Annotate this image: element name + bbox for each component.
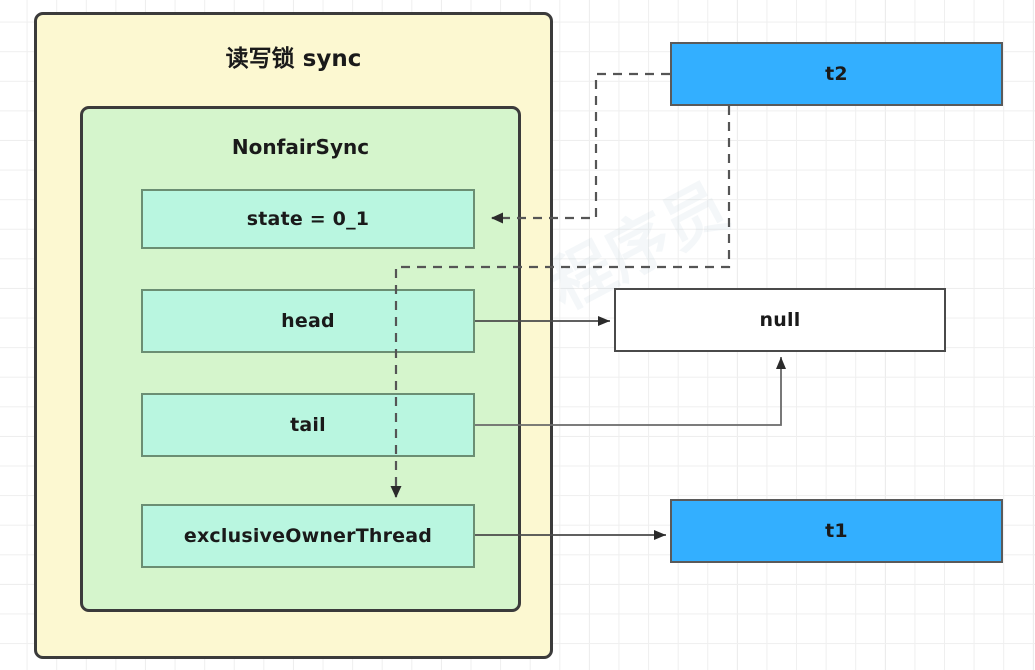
inner-container-title: NonfairSync <box>231 135 370 159</box>
field-box-exclusive-owner-thread: exclusiveOwnerThread <box>141 504 475 568</box>
field-box-state: state = 0_1 <box>141 189 475 249</box>
node-null: null <box>614 288 946 352</box>
outer-container-title: 读写锁 sync <box>225 46 362 72</box>
node-thread-t2: t2 <box>670 42 1003 106</box>
field-box-head: head <box>141 289 475 353</box>
node-thread-t1: t1 <box>670 499 1003 563</box>
field-box-tail: tail <box>141 393 475 457</box>
